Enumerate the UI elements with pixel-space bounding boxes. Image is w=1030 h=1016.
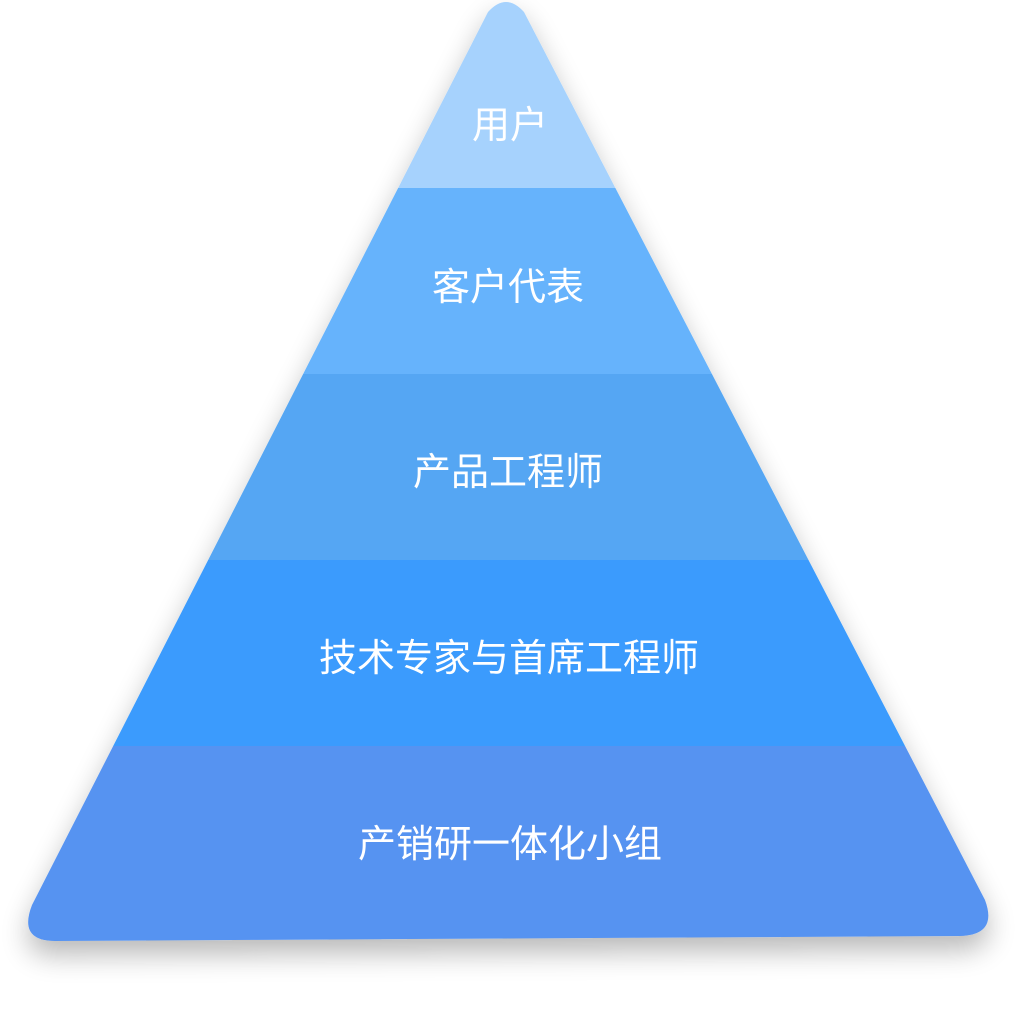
tier-label-1: 用户 [472, 103, 548, 147]
tier-label-4: 技术专家与首席工程师 [319, 636, 699, 680]
tier-label-2: 客户代表 [432, 265, 584, 309]
tier-label-5: 产销研一体化小组 [358, 822, 662, 866]
tier-label-3: 产品工程师 [413, 450, 603, 494]
tier-band-1 [28, 2, 989, 188]
tier-band-5 [28, 746, 989, 941]
